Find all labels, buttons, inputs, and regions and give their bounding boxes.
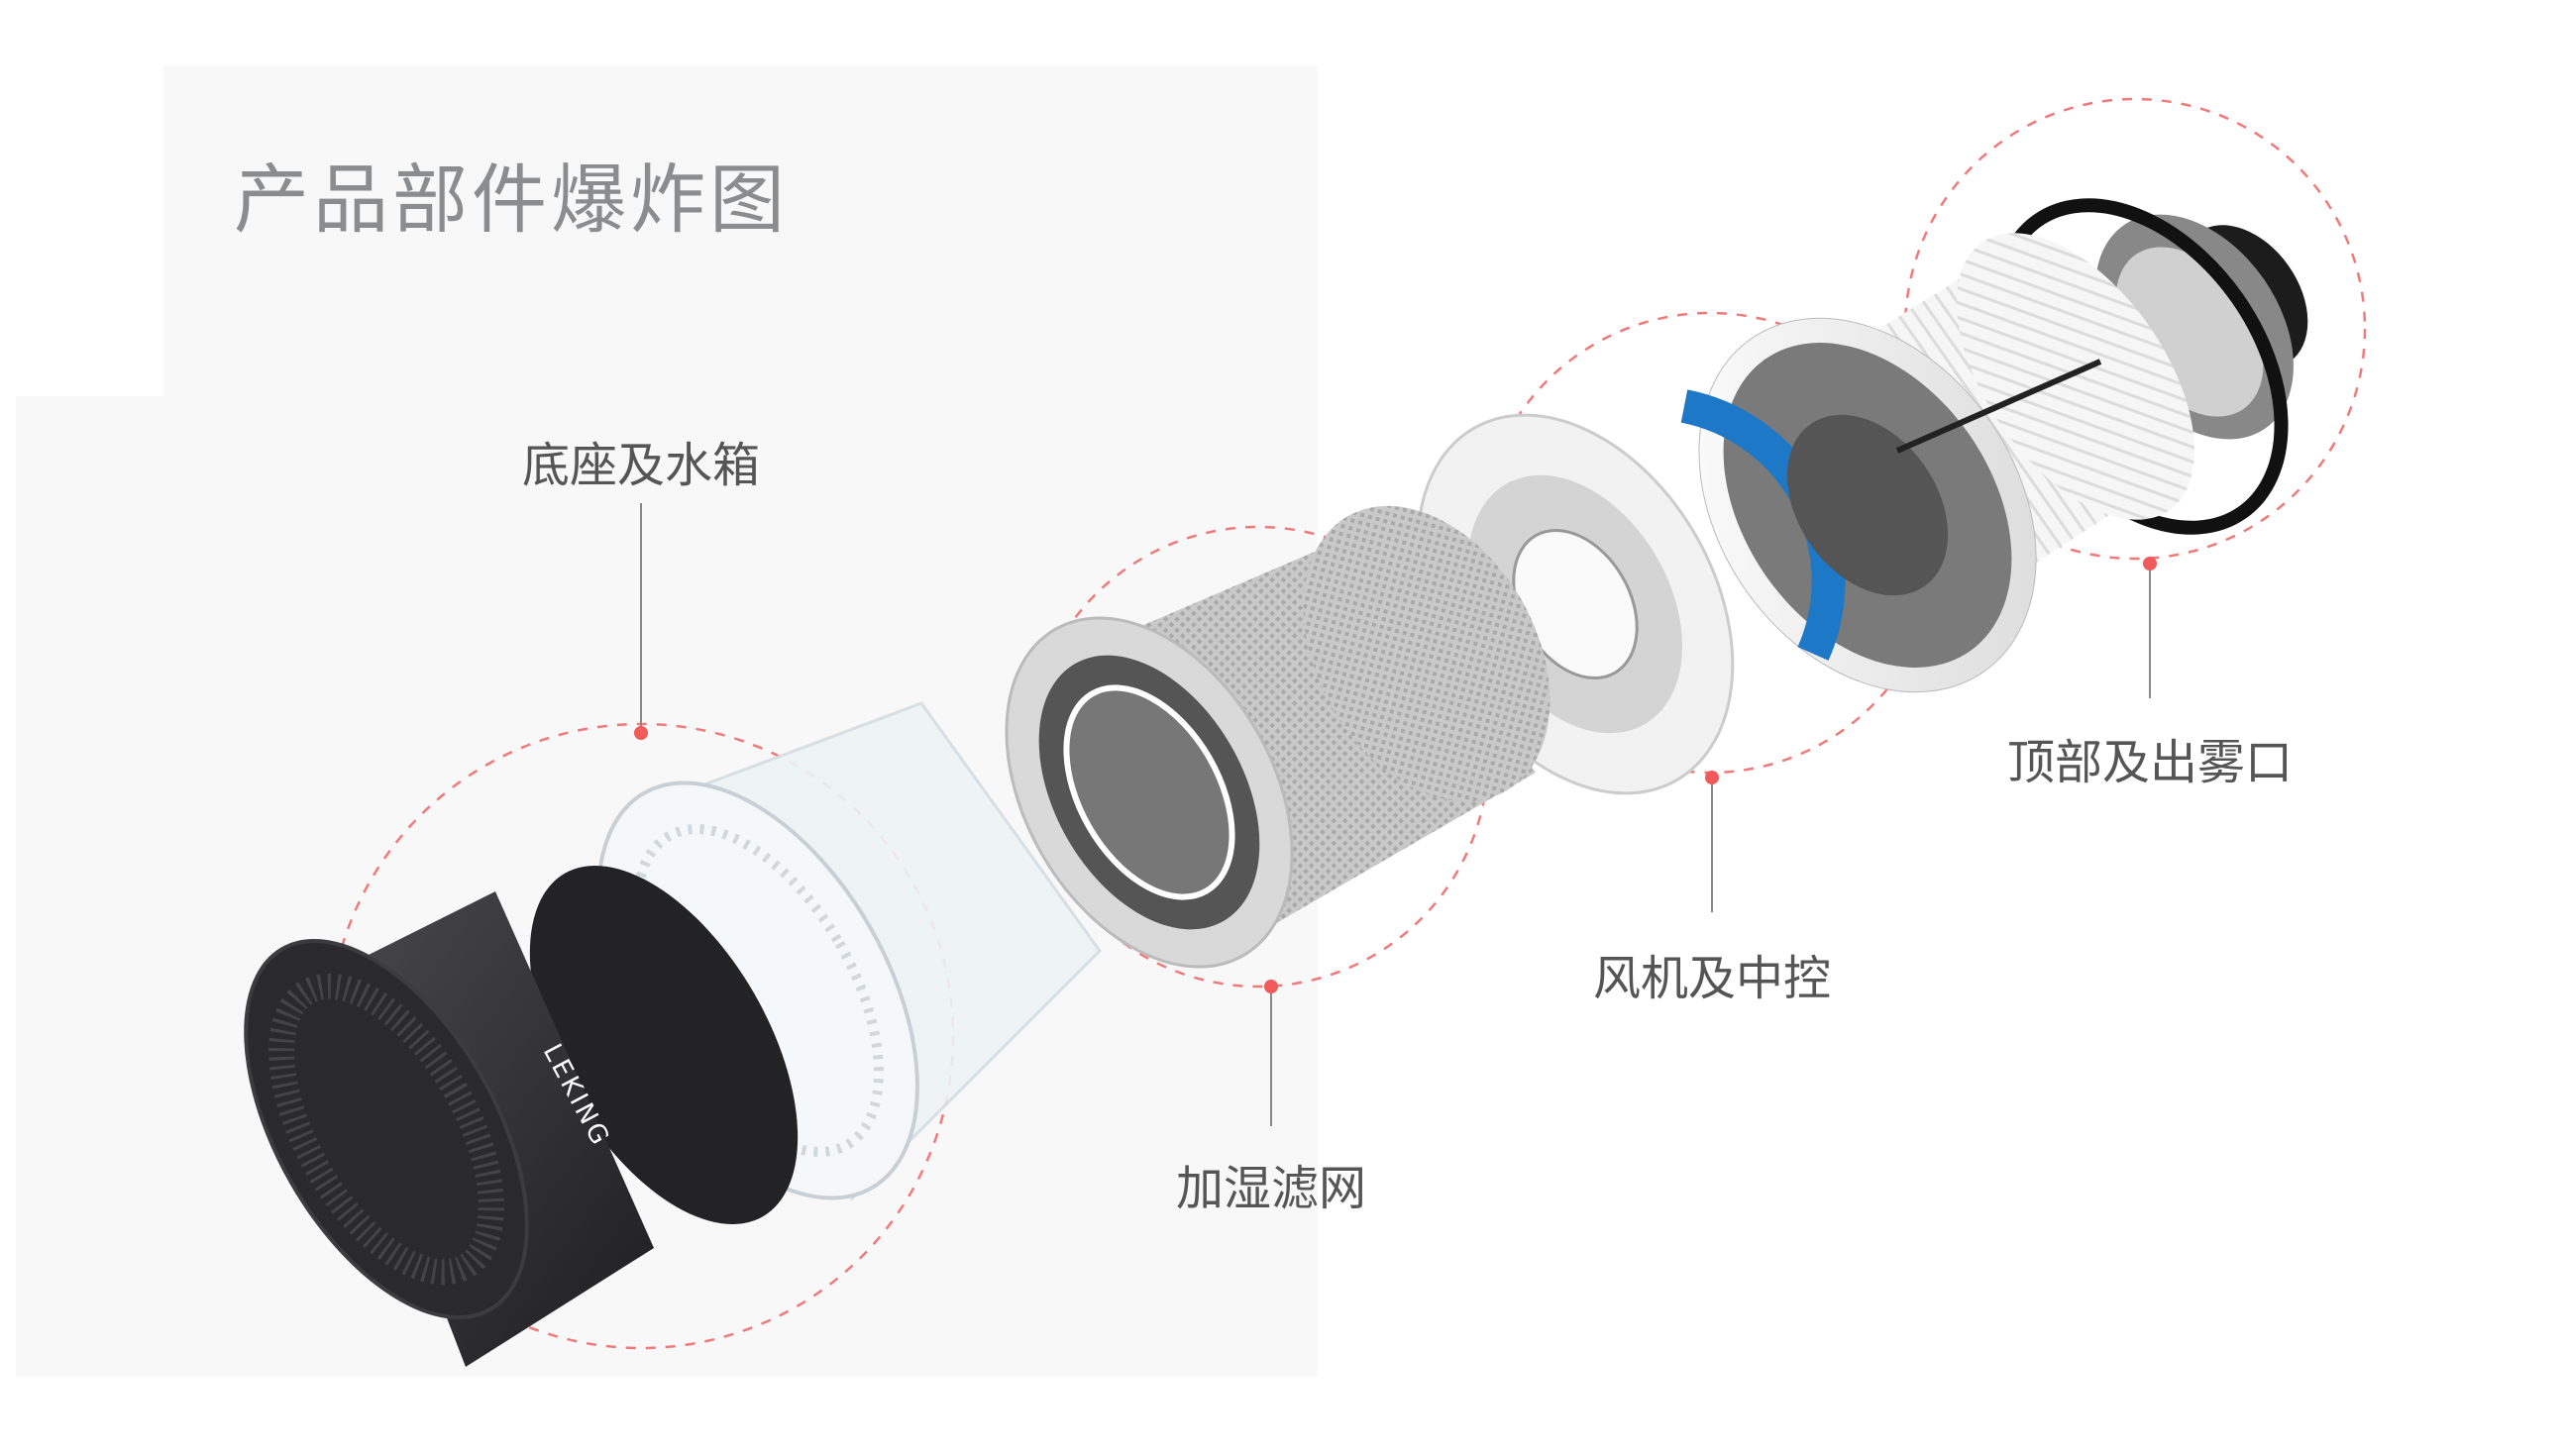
label-fan-control: 风机及中控 — [1592, 951, 1832, 1006]
label-base-water-tank: 底座及水箱 — [521, 438, 761, 493]
humidifying-filter-part — [1005, 505, 1550, 969]
label-top-mist-outlet: 顶部及出雾口 — [2006, 735, 2294, 790]
top-mist-outlet-part — [1680, 198, 2308, 693]
callout-dot-filter — [1264, 980, 1278, 993]
callout-dot-fan — [1705, 771, 1719, 784]
callout-dot-base — [634, 726, 648, 740]
base-part: LEKING — [244, 866, 799, 1367]
label-humidifying-filter: 加湿滤网 — [1175, 1161, 1367, 1216]
background-panel-top — [163, 65, 1318, 402]
page-title: 产品部件爆炸图 — [234, 156, 789, 244]
callout-dot-top — [2143, 557, 2157, 571]
